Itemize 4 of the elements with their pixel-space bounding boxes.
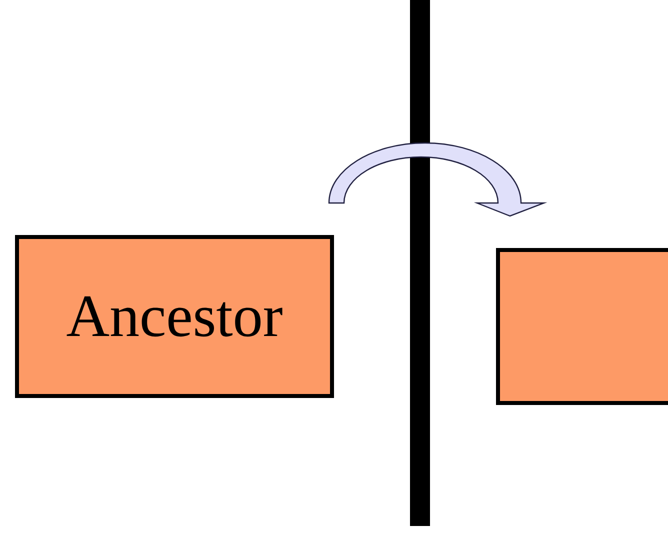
text-box: Ancestor — [15, 235, 334, 398]
empty-box — [496, 248, 668, 405]
vertical-bar — [410, 0, 430, 526]
curved-arrow — [328, 142, 545, 217]
